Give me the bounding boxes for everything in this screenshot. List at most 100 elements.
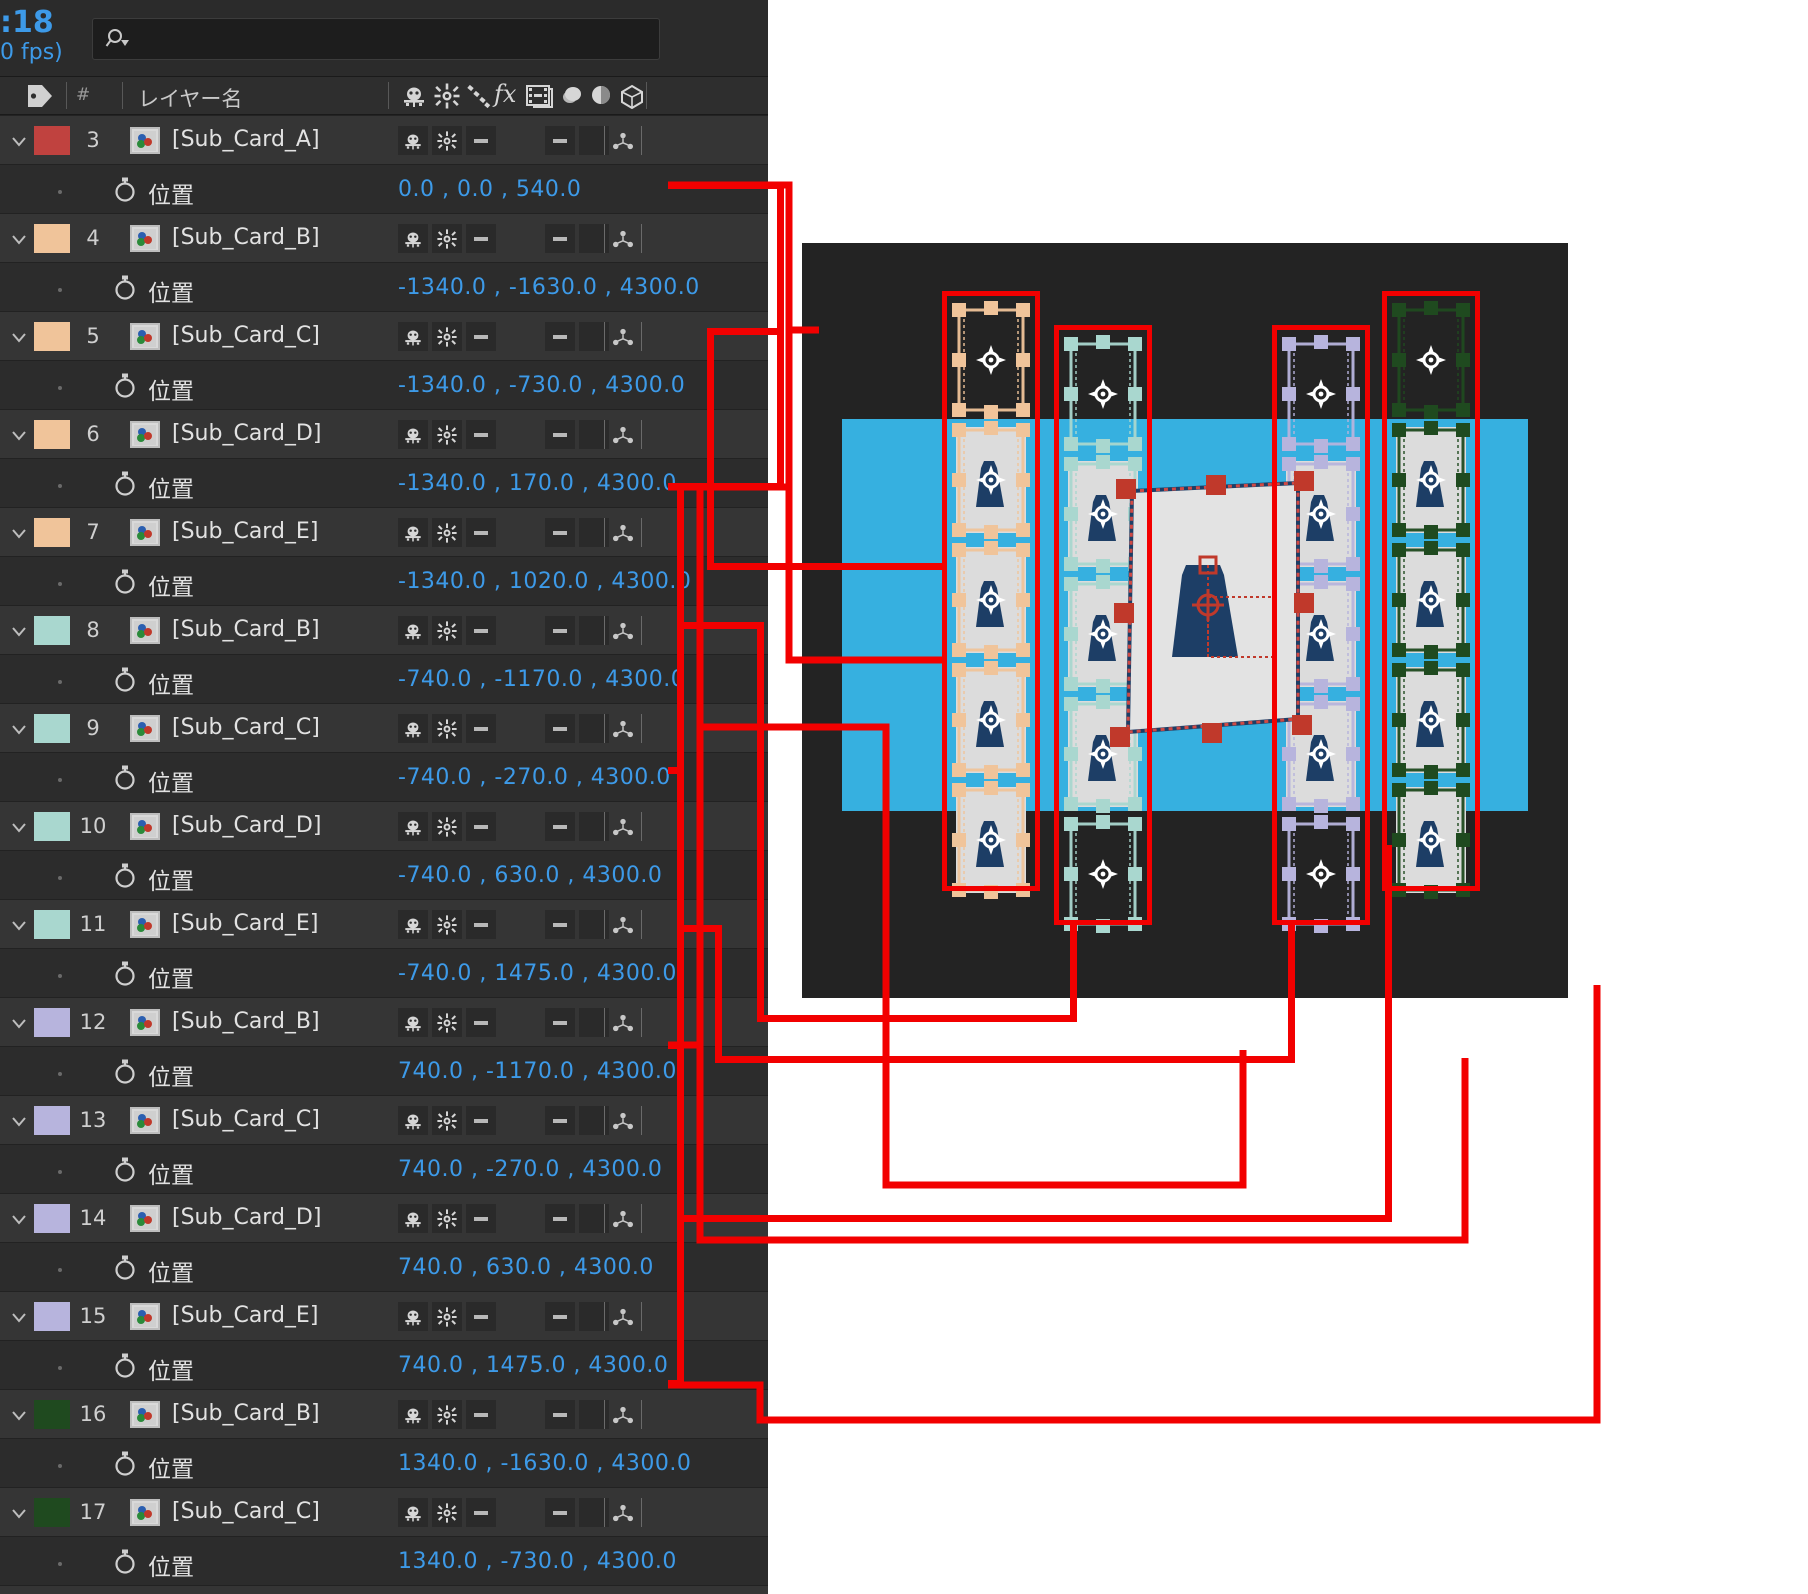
layer-color-swatch[interactable] xyxy=(34,1400,70,1429)
stopwatch-icon[interactable] xyxy=(112,568,138,595)
layer-row[interactable]: 12 [Sub_Card_B] xyxy=(0,998,768,1047)
effects-switch[interactable] xyxy=(432,812,462,841)
layer-name[interactable]: [Sub_Card_C] xyxy=(172,1107,320,1132)
layer-switches[interactable] xyxy=(398,518,496,547)
layer-row[interactable]: 6 [Sub_Card_D] xyxy=(0,410,768,459)
layer-row[interactable]: 11 [Sub_Card_E] xyxy=(0,900,768,949)
property-row[interactable]: 位置 -740.0 , 1475.0 , 4300.0 xyxy=(0,949,768,998)
layer-name[interactable]: [Sub_Card_B] xyxy=(172,617,320,642)
column-layername-header[interactable]: レイヤー名 xyxy=(138,87,243,111)
motion-blur-icon[interactable] xyxy=(466,83,492,113)
collapse-switch[interactable] xyxy=(545,1008,575,1037)
shy-switch[interactable] xyxy=(398,1498,428,1527)
property-value[interactable]: -1340.0 , -1630.0 , 4300.0 xyxy=(398,275,700,300)
3d-layer-switch[interactable] xyxy=(604,1008,642,1037)
property-row[interactable]: 位置 -1340.0 , 1020.0 , 4300.0 xyxy=(0,557,768,606)
collapse-switch[interactable] xyxy=(545,1498,575,1527)
twirl-down-icon[interactable] xyxy=(10,1504,28,1522)
comp-card[interactable] xyxy=(1390,781,1472,899)
3d-layer-switch[interactable] xyxy=(604,420,642,449)
layer-row[interactable]: 18 [Sub_Card_D] xyxy=(0,1586,768,1594)
property-value[interactable]: -1340.0 , 170.0 , 4300.0 xyxy=(398,471,677,496)
layer-row[interactable]: 13 [Sub_Card_C] xyxy=(0,1096,768,1145)
3d-layer-switch[interactable] xyxy=(604,1400,642,1429)
shy-icon[interactable] xyxy=(400,83,428,113)
layer-row[interactable]: 3 [Sub_Card_A] xyxy=(0,116,768,165)
property-row[interactable]: 位置 740.0 , -270.0 , 4300.0 xyxy=(0,1145,768,1194)
layer-switches[interactable] xyxy=(398,910,496,939)
comp-card[interactable] xyxy=(1280,335,1362,453)
3d-layer-icon[interactable] xyxy=(618,83,646,113)
layer-row[interactable]: 9 [Sub_Card_C] xyxy=(0,704,768,753)
motion-blur-switch[interactable] xyxy=(466,1008,496,1037)
layer-switches[interactable] xyxy=(398,1498,496,1527)
stopwatch-icon[interactable] xyxy=(112,1548,138,1575)
layer-row[interactable]: 10 [Sub_Card_D] xyxy=(0,802,768,851)
layer-color-swatch[interactable] xyxy=(34,1302,70,1331)
shy-switch[interactable] xyxy=(398,1400,428,1429)
shy-switch[interactable] xyxy=(398,616,428,645)
shy-switch[interactable] xyxy=(398,518,428,547)
layer-row[interactable]: 14 [Sub_Card_D] xyxy=(0,1194,768,1243)
collapse-switch[interactable] xyxy=(545,616,575,645)
property-row[interactable]: 位置 -1340.0 , -1630.0 , 4300.0 xyxy=(0,263,768,312)
motion-blur-switch[interactable] xyxy=(466,714,496,743)
stopwatch-icon[interactable] xyxy=(112,1254,138,1281)
collapse-switch[interactable] xyxy=(545,1400,575,1429)
stopwatch-icon[interactable] xyxy=(112,666,138,693)
collapse-switch[interactable] xyxy=(545,420,575,449)
3d-layer-switch[interactable] xyxy=(604,322,642,351)
effects-switch[interactable] xyxy=(432,1204,462,1233)
twirl-down-icon[interactable] xyxy=(10,1406,28,1424)
effects-switch[interactable] xyxy=(432,1106,462,1135)
layer-row[interactable]: 17 [Sub_Card_C] xyxy=(0,1488,768,1537)
property-row[interactable]: 位置 1340.0 , -730.0 , 4300.0 xyxy=(0,1537,768,1586)
motion-blur-switch[interactable] xyxy=(466,1204,496,1233)
layer-switches[interactable] xyxy=(398,616,496,645)
layer-color-swatch[interactable] xyxy=(34,224,70,253)
property-value[interactable]: 740.0 , -270.0 , 4300.0 xyxy=(398,1157,663,1182)
property-row[interactable]: 位置 1340.0 , -1630.0 , 4300.0 xyxy=(0,1439,768,1488)
layer-name[interactable]: [Sub_Card_A] xyxy=(172,127,320,152)
shy-switch[interactable] xyxy=(398,1008,428,1037)
3d-layer-switch[interactable] xyxy=(604,616,642,645)
effects-switch[interactable] xyxy=(432,224,462,253)
layer-color-swatch[interactable] xyxy=(34,812,70,841)
property-value[interactable]: -740.0 , 630.0 , 4300.0 xyxy=(398,863,663,888)
collapse-switch[interactable] xyxy=(545,322,575,351)
layer-color-swatch[interactable] xyxy=(34,616,70,645)
property-value[interactable]: 740.0 , 1475.0 , 4300.0 xyxy=(398,1353,669,1378)
property-value[interactable]: -740.0 , -1170.0 , 4300.0 xyxy=(398,667,686,692)
motion-blur-switch[interactable] xyxy=(466,812,496,841)
layer-name[interactable]: [Sub_Card_C] xyxy=(172,715,320,740)
layer-switches[interactable] xyxy=(398,420,496,449)
shy-switch[interactable] xyxy=(398,910,428,939)
3d-layer-switch[interactable] xyxy=(604,910,642,939)
fx-icon[interactable]: fx xyxy=(494,80,517,108)
layer-color-swatch[interactable] xyxy=(34,420,70,449)
collapse-switch[interactable] xyxy=(545,224,575,253)
effects-switch[interactable] xyxy=(432,1008,462,1037)
stopwatch-icon[interactable] xyxy=(112,862,138,889)
layer-color-swatch[interactable] xyxy=(34,518,70,547)
property-value[interactable]: 740.0 , 630.0 , 4300.0 xyxy=(398,1255,654,1280)
search-value[interactable] xyxy=(131,19,659,59)
property-row[interactable]: 位置 740.0 , -1170.0 , 4300.0 xyxy=(0,1047,768,1096)
layer-switches[interactable] xyxy=(398,126,496,155)
stopwatch-icon[interactable] xyxy=(112,1058,138,1085)
shy-switch[interactable] xyxy=(398,1302,428,1331)
layer-name[interactable]: [Sub_Card_D] xyxy=(172,813,322,838)
layer-color-swatch[interactable] xyxy=(34,1106,70,1135)
motion-blur-switch[interactable] xyxy=(466,420,496,449)
column-number-header[interactable]: # xyxy=(76,85,91,105)
layer-color-swatch[interactable] xyxy=(34,126,70,155)
layer-switches[interactable] xyxy=(398,1008,496,1037)
motion-blur-switch[interactable] xyxy=(466,1106,496,1135)
comp-card[interactable] xyxy=(950,421,1032,539)
shy-switch[interactable] xyxy=(398,224,428,253)
comp-card[interactable] xyxy=(1390,301,1472,419)
motion-blur-switch[interactable] xyxy=(466,126,496,155)
motion-blur-switch[interactable] xyxy=(466,616,496,645)
layer-color-swatch[interactable] xyxy=(34,1204,70,1233)
3d-layer-switch[interactable] xyxy=(604,812,642,841)
